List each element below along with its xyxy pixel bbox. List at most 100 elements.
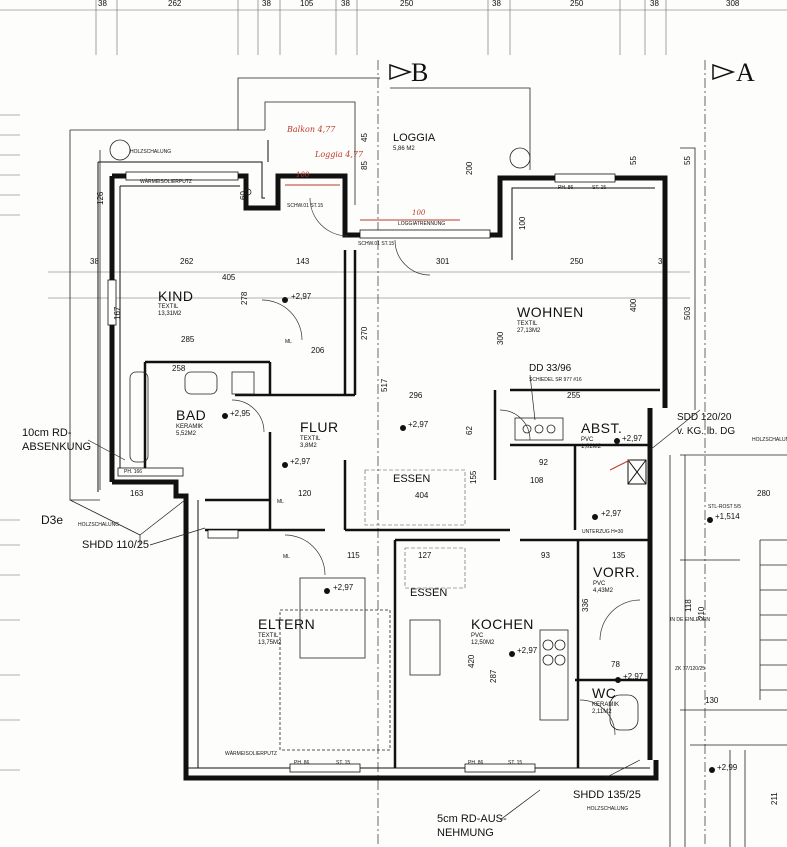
dim: 130 <box>705 696 719 705</box>
dim: 93 <box>541 551 550 560</box>
room-essen-dim: 404 <box>415 491 429 500</box>
dim: 301 <box>436 257 450 266</box>
wall-shell <box>97 140 655 769</box>
level-value: +2,97 <box>517 646 538 655</box>
label-v-kg: v. KG. lb. DG <box>677 426 736 437</box>
dim: 127 <box>418 551 432 560</box>
room-wc-name: WC <box>592 685 617 701</box>
dim: 78 <box>611 660 620 669</box>
room-bad-area: 5,52M2 <box>176 431 197 437</box>
label-unterzug: UNTERZUG H=30 <box>582 529 624 535</box>
label-holzschalung: HOLZSCHALUNG <box>130 149 172 155</box>
room-kochen-finish: PVC <box>471 633 484 639</box>
door-swings <box>231 197 641 736</box>
top-dim: 38 <box>98 0 107 8</box>
label-dd-3396: DD 33/96 <box>529 363 572 374</box>
grid-lines <box>0 0 787 771</box>
dim: 285 <box>181 335 195 344</box>
red-marks <box>285 184 631 471</box>
dim-vertical: 62 <box>465 426 474 435</box>
label-st15: ST. 15 <box>592 185 607 191</box>
dim-vertical: 400 <box>629 298 638 312</box>
room-vorr-finish: PVC <box>593 581 606 587</box>
room-flur-finish: TEXTIL <box>300 436 321 442</box>
dim: 143 <box>296 257 310 266</box>
label-rd-ausnehmung-1: 5cm RD-AUS- <box>437 813 507 825</box>
label-ml-3: ML <box>283 554 290 560</box>
level-value: +2,97 <box>622 434 643 443</box>
level-value: +2,99 <box>717 763 738 772</box>
room-essen-name: ESSEN <box>393 473 431 485</box>
room-loggia-area: 5,86 M2 <box>393 146 415 152</box>
dim: 135 <box>612 551 626 560</box>
dim: 38 <box>658 257 667 266</box>
top-dim: 250 <box>400 0 414 8</box>
dim-vertical: 200 <box>465 161 474 175</box>
room-wohnen-finish: TEXTIL <box>517 321 538 327</box>
handwritten-balkon: Balkon 4,77 <box>287 125 336 134</box>
axis-label-b: B <box>411 58 429 87</box>
level-value: +2,97 <box>333 583 354 592</box>
label-ml-2: ML <box>277 499 284 505</box>
top-dim: 308 <box>726 0 740 8</box>
label-ph166: PH. 166 <box>124 469 143 475</box>
label-rd-absenkung-2: ABSENKUNG <box>22 441 92 453</box>
label-ph86-2: PH. 86 <box>294 760 310 766</box>
level-markers <box>222 297 715 773</box>
label-d3e: D3e <box>41 513 64 527</box>
room-kochen-name: KOCHEN <box>471 616 534 632</box>
room-flur-name: FLUR <box>300 419 339 435</box>
dim-vertical: 211 <box>770 792 779 805</box>
dim-vertical: 100 <box>518 216 527 230</box>
level-value: +2,97 <box>408 420 429 429</box>
label-schw: SCHW.01 ST.15 <box>287 203 324 209</box>
room-eltern-area: 13,75M2 <box>258 640 282 646</box>
dim-vertical: 420 <box>467 654 476 668</box>
level-value: +2,97 <box>623 672 644 681</box>
interior-walls <box>143 250 660 768</box>
top-dim: 38 <box>650 0 659 8</box>
room-kochen-area: 12,50M2 <box>471 640 495 646</box>
staircase <box>669 454 787 847</box>
dim: 255 <box>567 391 581 400</box>
leader-lines <box>87 374 701 821</box>
axis-markers <box>389 63 736 81</box>
dim: 38 <box>90 257 99 266</box>
level-value: +2,97 <box>290 457 311 466</box>
room-eltern-finish: TEXTIL <box>258 633 279 639</box>
label-ml: ML <box>285 339 292 345</box>
handwritten-100b: 100 <box>412 209 426 217</box>
room-wc-finish: KERAMIK <box>592 702 620 708</box>
label-zk: ZK 77/120/25 <box>675 666 706 672</box>
level-value: +1,514 <box>715 512 740 521</box>
dim-vertical: 517 <box>380 378 389 392</box>
label-holzschalung-2: HOLZSCHALUNG <box>78 522 120 528</box>
dim: 108 <box>530 476 544 485</box>
dim-vertical: 336 <box>581 598 590 612</box>
label-loggiatrennung: LOGGIATRENNUNG <box>398 221 446 227</box>
dim-vertical: 85 <box>360 161 369 170</box>
chimney <box>627 459 647 485</box>
label-in-de-einlegen: IN DE EINLEGEN <box>670 617 711 623</box>
room-eltern-name: ELTERN <box>258 616 316 632</box>
dim-vertical: 210 <box>697 606 706 620</box>
axis-lines <box>377 60 706 847</box>
balcony-outline <box>69 77 696 545</box>
room-wohnen-name: WOHNEN <box>517 304 584 320</box>
dim: 405 <box>222 273 236 282</box>
label-schw-2: SCHW.01 ST.15 <box>358 241 395 247</box>
handwritten-100a: 100 <box>296 171 310 179</box>
dim-vertical: 126 <box>96 191 105 205</box>
label-holzschalung-3: HOLZSCHALUNG <box>587 806 629 812</box>
dim: 258 <box>172 364 186 373</box>
dim: 163 <box>130 489 144 498</box>
exterior-walls <box>109 173 668 781</box>
room-essen2-name: ESSEN <box>410 587 448 599</box>
room-flur-area: 3,8M2 <box>300 443 317 449</box>
label-rd-ausnehmung-2: NEHMUNG <box>437 827 494 839</box>
room-vorr-area: 4,43M2 <box>593 588 614 594</box>
label-sdd: SDD 120/20 <box>677 412 732 423</box>
label-stl-rost: STL-ROST 5/5 <box>708 504 741 510</box>
label-waermeisolierputz: WÄRMEISOLIERPUTZ <box>140 179 192 185</box>
